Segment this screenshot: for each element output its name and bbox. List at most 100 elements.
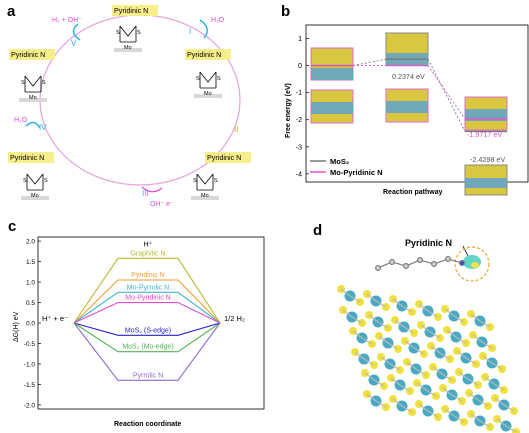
bond [375, 400, 387, 408]
chart-b-ytick-label: 0 [298, 63, 302, 70]
bond [451, 394, 463, 402]
highlight-circle [454, 246, 490, 282]
step-label-5: V [71, 39, 77, 48]
svg-text:S: S [137, 30, 141, 36]
chart-b-frame [305, 24, 529, 183]
chart-b-legend: MoS₂ Mo-Pyridinic N [310, 157, 383, 177]
adsorbed-molecule [375, 256, 465, 271]
dgh-line-label-4: MoS₂ (S-edge) [125, 327, 171, 334]
free-energy-chart: 10-1-2-3-4 Free energy (eV) Reaction pat… [285, 24, 529, 196]
chart-b-ytick-label: -4 [296, 171, 302, 178]
bond [458, 371, 469, 380]
bond [470, 313, 481, 322]
species-oh-e: OH⁻ e⁻ [150, 201, 174, 208]
chart-b-xlabel: Reaction pathway [383, 189, 443, 196]
bond [351, 316, 363, 324]
bond [446, 329, 457, 338]
bond [470, 413, 481, 422]
dgh-line-label-2: Mo-Pyrrolic N [127, 284, 169, 291]
bond [415, 368, 427, 376]
bond [429, 331, 441, 339]
panel-label-d: d [313, 222, 323, 239]
svg-text:S: S [23, 178, 27, 184]
site-label-left: Pyridinic N [11, 50, 45, 59]
step-label-3: III [142, 189, 149, 198]
bond [427, 310, 439, 318]
dgh-line-3 [73, 301, 221, 324]
svg-text:Mo: Mo [31, 193, 39, 199]
dgh-line-2 [73, 291, 221, 324]
dgh-line-0 [73, 257, 221, 324]
bond [394, 319, 405, 328]
bond [406, 361, 417, 370]
bond [484, 376, 495, 385]
panel-label-c: c [8, 218, 17, 235]
energy-connector-mos2-1 [352, 58, 387, 67]
step-label-4: IV [39, 123, 47, 132]
legend-mopyr: Mo-Pyridinic N [330, 168, 383, 177]
structure-thumb-4 [385, 88, 429, 123]
bond [401, 305, 413, 313]
bond [401, 405, 413, 413]
bond [413, 347, 425, 355]
bond [505, 425, 517, 433]
bond [493, 383, 505, 391]
structure-thumb-1 [310, 47, 354, 81]
species-h2o-left: H₂O [14, 117, 28, 124]
chart-c-ytick-label: 1.0 [26, 280, 35, 287]
bond [378, 335, 389, 344]
chart-b-ylabel: Free energy (eV) [285, 83, 292, 138]
dgh-line-1 [73, 279, 221, 324]
chart-b-ytick-label: 1 [298, 36, 302, 43]
bond [368, 314, 379, 323]
svg-text:S: S [21, 80, 25, 86]
bond [481, 341, 493, 349]
bond [432, 366, 443, 375]
bond [349, 295, 361, 303]
site-label-bottom-left: Pyridinic N [10, 153, 44, 162]
bond [373, 379, 385, 387]
dgh-line-label-0: H⁺ [144, 241, 153, 248]
dgh-line-label-1: Pyridinic N [131, 272, 164, 279]
bond [366, 393, 377, 402]
svg-text:S: S [217, 76, 221, 82]
dgh-chart: 2.01.51.00.50.0-0.5-1.0-1.5-2.0 H⁺Graphi… [13, 236, 265, 428]
structure-thumb-6 [464, 164, 508, 196]
bond [455, 336, 467, 344]
panel-label-a: a [7, 3, 16, 20]
bond [377, 321, 389, 329]
bond [467, 378, 479, 386]
bond [479, 320, 491, 328]
energy-connector-mopyr-2 [427, 65, 466, 120]
bond [392, 298, 403, 307]
bond [354, 351, 365, 360]
dgh-line-6 [73, 322, 221, 381]
chart-c-ytick-label: 0.5 [26, 300, 35, 307]
dgh-line-label-0: Graphitic N [130, 250, 165, 257]
bond [420, 324, 431, 333]
bond [444, 408, 455, 417]
bond [366, 293, 377, 302]
bond [468, 392, 479, 401]
svg-text:S: S [196, 76, 200, 82]
step-label-1: I [189, 27, 191, 36]
bond [390, 377, 401, 386]
chart-c-left-label: H⁺ + e⁻ [42, 314, 68, 323]
bond [453, 415, 465, 423]
arrow-step-4 [25, 121, 41, 129]
chart-c-ylabel: ΔG(H) eV [13, 311, 20, 342]
chart-b-ytick-label: -1 [296, 90, 302, 97]
bond [465, 357, 477, 365]
arrow-step-3 [141, 186, 163, 193]
s-atom [512, 428, 520, 433]
bond [482, 355, 493, 364]
chart-c-ytick-label: -1.0 [24, 361, 36, 368]
pointer-line [462, 245, 469, 257]
bond [361, 337, 373, 345]
svg-text:S: S [193, 178, 197, 184]
